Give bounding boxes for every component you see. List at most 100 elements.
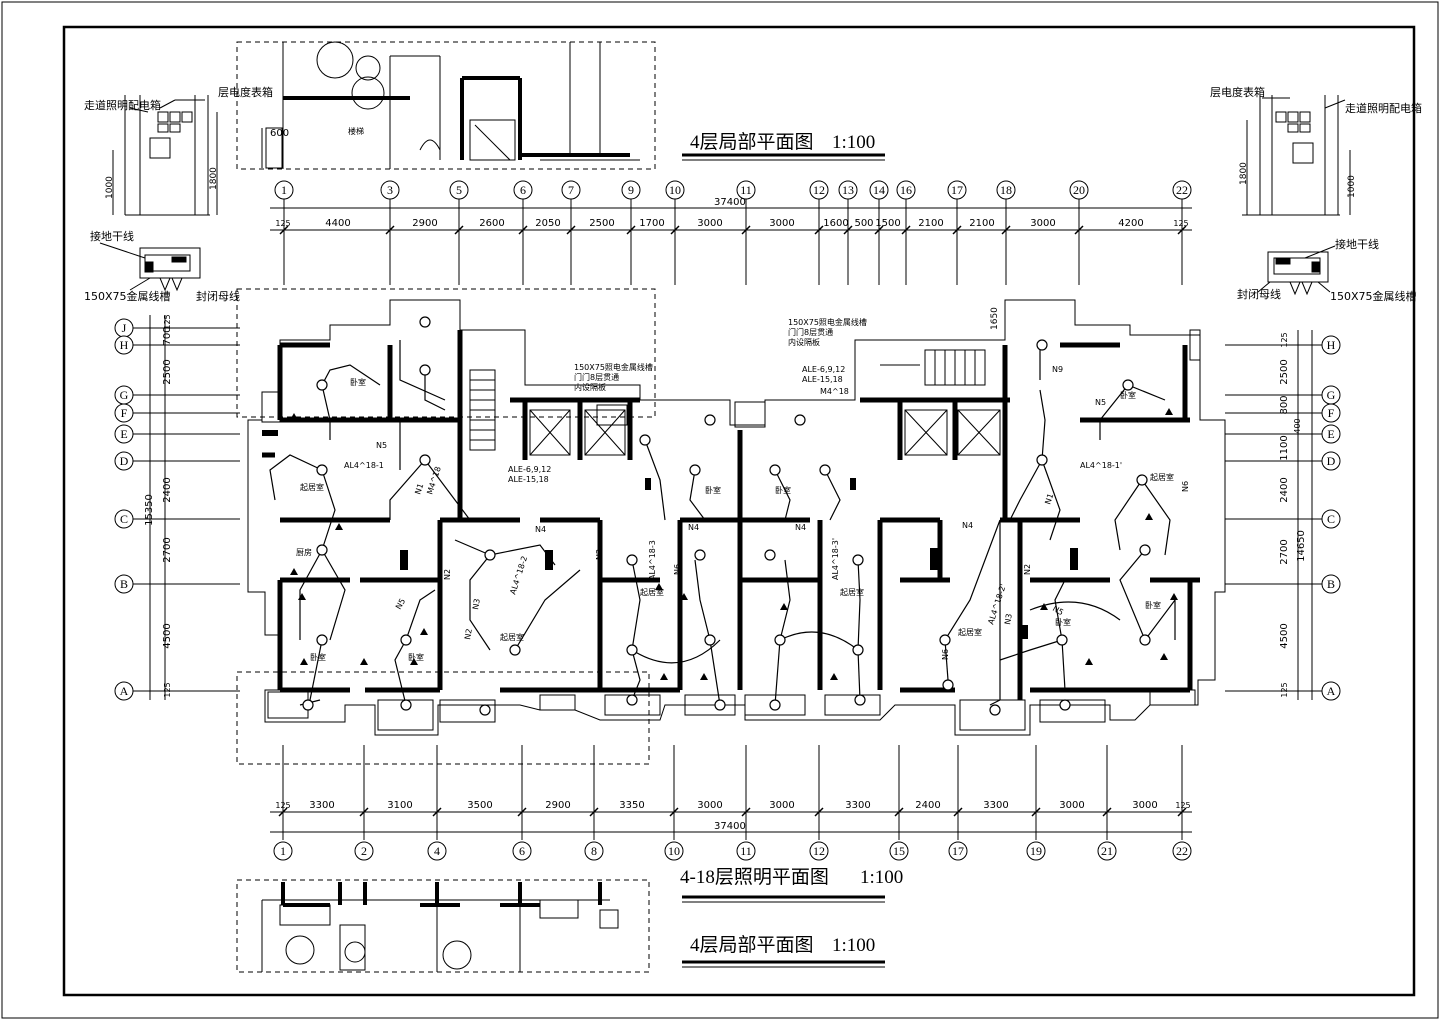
right-axis-F-label: F: [1328, 406, 1335, 420]
bottom-axis-4-label: 4: [434, 844, 440, 858]
n5-right: N5: [1095, 398, 1106, 407]
n4-center-left: N4: [688, 523, 699, 532]
room-label-14: 卧室: [1145, 600, 1161, 610]
top-dim-value: 2050: [535, 218, 560, 229]
bottom-axis-tick: [1177, 807, 1187, 817]
trunk-right-label-2: 门门8层贯通: [788, 327, 833, 337]
n2-left-b: N2: [443, 569, 452, 580]
left-dim-value: 4500: [162, 623, 173, 648]
ale-left-2: ALE-15,18: [508, 475, 549, 484]
right-dim-value: 125: [1280, 332, 1289, 347]
n2-center: N2: [595, 549, 604, 560]
bottom-axis-tick: [359, 807, 369, 817]
top-axis-7-circle: [561, 180, 581, 200]
top-dim-value: 2500: [589, 218, 614, 229]
n6-center-left: N6: [673, 564, 682, 575]
top-axis-3-label: 3: [387, 183, 393, 197]
bottom-axis-tick: [894, 807, 904, 817]
left-dimension-lines: [149, 315, 166, 700]
top-dim-value: 2900: [412, 218, 437, 229]
top-dim-value: 4200: [1118, 218, 1143, 229]
bottom-axis-tick: [1102, 807, 1112, 817]
right-dim-value: 400: [1293, 418, 1302, 433]
room-labels: 卧室 起居室 厨房 卧室 卧室 起居室 起居室 卧室 卧室 起居室 起居室 起居…: [296, 126, 1174, 662]
top-axis-5-label: 5: [456, 183, 462, 197]
ale-right-1: ALE-6,9,12: [802, 365, 845, 374]
right-dim-value: 2400: [1279, 477, 1290, 502]
left-dim-value: 125: [163, 682, 172, 697]
al4-3-label: AL4^18-3: [648, 540, 657, 580]
room-label-8: 卧室: [705, 485, 721, 495]
trunk-left-label-3: 内设隔板: [574, 382, 606, 392]
bottom-dim-value: 2400: [915, 800, 940, 811]
right-axis-A-label: A: [1327, 684, 1336, 698]
bottom-axis-15-label: 15: [893, 844, 905, 858]
socket-symbols: [262, 408, 1178, 680]
top-axis-tick: [566, 225, 576, 235]
n6-far-right: N6: [1181, 481, 1190, 492]
top-axis-6-label: 6: [520, 183, 526, 197]
top-axis-tick: [1074, 225, 1084, 235]
top-axis-20-label: 20: [1073, 183, 1085, 197]
room-label-4: 卧室: [310, 652, 326, 662]
bottom-dim-value: 3300: [309, 800, 334, 811]
room-label-3: 厨房: [296, 547, 312, 557]
top-dim-value: 3000: [769, 218, 794, 229]
right-dim-1000: 1000: [1347, 175, 1357, 198]
top-dim-value: 2600: [479, 218, 504, 229]
bottom-axis-6-circle: [512, 841, 532, 861]
left-ground-line-label: 接地干线: [90, 229, 134, 243]
top-axis-1-circle: [274, 180, 294, 200]
trunk-left-label-2: 门门8层贯通: [574, 372, 619, 382]
left-dim-value: 700: [162, 326, 173, 345]
left-axis-E-label: E: [120, 427, 127, 441]
top-axis-5-circle: [449, 180, 469, 200]
bottom-axis-19-circle: [1026, 841, 1046, 861]
n9-label: N9: [1052, 365, 1063, 374]
n4-left: N4: [535, 525, 546, 534]
right-busway-label: 封闭母线: [1237, 287, 1281, 301]
left-dim-value: 2400: [162, 477, 173, 502]
n3-right: N3: [1003, 613, 1014, 625]
left-axis-F-label: F: [121, 406, 128, 420]
top-dim-value: 125: [1173, 219, 1188, 228]
top-axis-17-label: 17: [951, 183, 963, 197]
right-dim-1800: 1800: [1239, 162, 1249, 185]
bottom-total-dim: 37400: [714, 821, 746, 832]
left-axis-D-circle: [114, 451, 134, 471]
top-axis-tick: [1177, 225, 1187, 235]
bottom-dim-value: 3000: [697, 800, 722, 811]
top-axis-22-circle: [1172, 180, 1192, 200]
trunk-right-label-3: 内设隔板: [788, 337, 820, 347]
bottom-axis-tick: [432, 807, 442, 817]
right-detail-drawing: [1242, 95, 1351, 296]
trunk-right-label: 150X75照电金属线槽: [788, 317, 867, 327]
partial-plan-windows: [236, 41, 656, 973]
top-axis-tick: [952, 225, 962, 235]
title-partial-bottom-scale: 1:100: [832, 935, 875, 956]
right-axis-C-label: C: [1327, 512, 1335, 526]
left-axis-G-label: G: [120, 388, 129, 402]
top-axis-13-circle: [838, 180, 858, 200]
al4-1p-label: AL4^18-1': [1080, 461, 1122, 470]
left-corridor-box-label: 走道照明配电箱: [84, 98, 161, 112]
light-fixtures: [302, 316, 1151, 716]
right-axis-E-circle: [1321, 424, 1341, 444]
n5-right-b: N5: [1051, 604, 1065, 617]
right-axis-D-circle: [1321, 451, 1341, 471]
title-main-scale: 1:100: [860, 867, 903, 888]
m4-label: M4^18: [820, 387, 849, 396]
top-axis-7-label: 7: [568, 183, 574, 197]
right-dim-value: 1100: [1279, 435, 1290, 460]
top-axis-12-circle: [809, 180, 829, 200]
right-axis-D-label: D: [1327, 454, 1336, 468]
bottom-axis-tick: [741, 807, 751, 817]
room-label-7: 起居室: [640, 587, 664, 597]
bottom-axis-tick: [589, 807, 599, 817]
top-dim-value: 3000: [697, 218, 722, 229]
bottom-dim-value: 125: [275, 801, 290, 810]
